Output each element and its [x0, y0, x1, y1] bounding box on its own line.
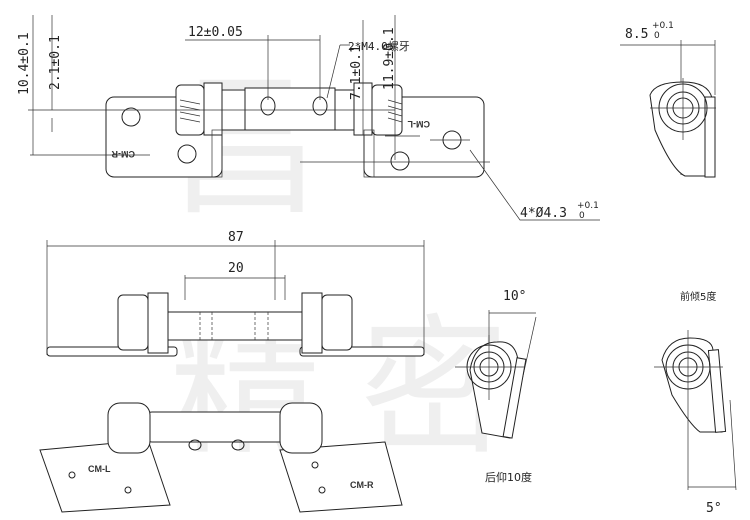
- mount-hole: [390, 151, 410, 171]
- side-plate: [704, 96, 716, 178]
- dim-center-length: 20: [228, 261, 244, 276]
- front-tilt-bracket: [661, 337, 723, 433]
- dim-front-angle: 5°: [706, 501, 722, 516]
- note-front-tilt: 前倾5度: [680, 290, 716, 303]
- center-lines: [28, 109, 490, 163]
- top-view: CM-R CM-L: [28, 82, 490, 178]
- front-tilt-view: 前倾5度 5°: [654, 290, 737, 516]
- front-shaft: [159, 311, 321, 341]
- dim-thread-note: 2*M4.0螺牙: [348, 40, 410, 53]
- front-tilt-plate: [707, 349, 727, 433]
- dim-hole-tol-lower: 0: [579, 211, 585, 221]
- dim-thread-spacing: 12±0.05: [188, 25, 243, 40]
- back-tilt-view: 10° 后仰10度: [455, 289, 537, 484]
- part-label-cm-l: CM-L: [88, 464, 111, 474]
- right-flange: [363, 129, 375, 178]
- part-label-cm-r: CM-R: [350, 480, 374, 490]
- top-dimensions: 10.4±0.1 2.1±0.1 12±0.05 2*M4.0螺牙 7.1±0.…: [17, 15, 600, 221]
- dim-overall-length: 87: [228, 230, 244, 245]
- front-right-nut: [321, 294, 353, 351]
- dim-width: 8.5: [625, 27, 648, 42]
- front-right-washer: [301, 292, 323, 354]
- iso-left-plate: [39, 439, 171, 513]
- dim-overall-height: 10.4±0.1: [17, 32, 32, 95]
- left-flange: [211, 129, 223, 178]
- dim-hole-note: 4*Ø4.3: [520, 206, 567, 221]
- iso-shaft: [139, 411, 301, 443]
- note-back-tilt: 后仰10度: [485, 470, 532, 484]
- mount-hole: [121, 107, 141, 127]
- dim-hole-tol-upper: +0.1: [577, 201, 599, 211]
- back-tilt-plate: [502, 357, 527, 439]
- dim-width-tol-lower: 0: [654, 31, 660, 41]
- mount-hole: [177, 144, 197, 164]
- dim-hole-offset: 2.1±0.1: [48, 35, 63, 90]
- iso-right-nut: [279, 402, 323, 454]
- side-bracket: [649, 81, 713, 177]
- front-view: 87 20: [46, 230, 425, 357]
- iso-left-nut: [107, 402, 151, 454]
- iso-right-plate: [279, 441, 403, 513]
- front-left-washer: [147, 292, 169, 354]
- part-label-cm-l-mirror: CM-L: [407, 119, 430, 129]
- left-washer: [203, 82, 223, 136]
- front-left-nut: [117, 294, 149, 351]
- dim-right-height: 11.9±0.1: [382, 27, 397, 90]
- dim-right-hole-offset: 7.1±0.1: [349, 45, 364, 100]
- shaft-block: [244, 87, 336, 131]
- dim-back-angle: 10°: [503, 289, 526, 304]
- side-view: 8.5 +0.1 0: [620, 21, 716, 178]
- isometric-view: CM-L CM-R: [39, 402, 403, 513]
- part-label-cm-r-mirror: CM-R: [111, 149, 135, 159]
- dim-width-tol-upper: +0.1: [652, 21, 674, 31]
